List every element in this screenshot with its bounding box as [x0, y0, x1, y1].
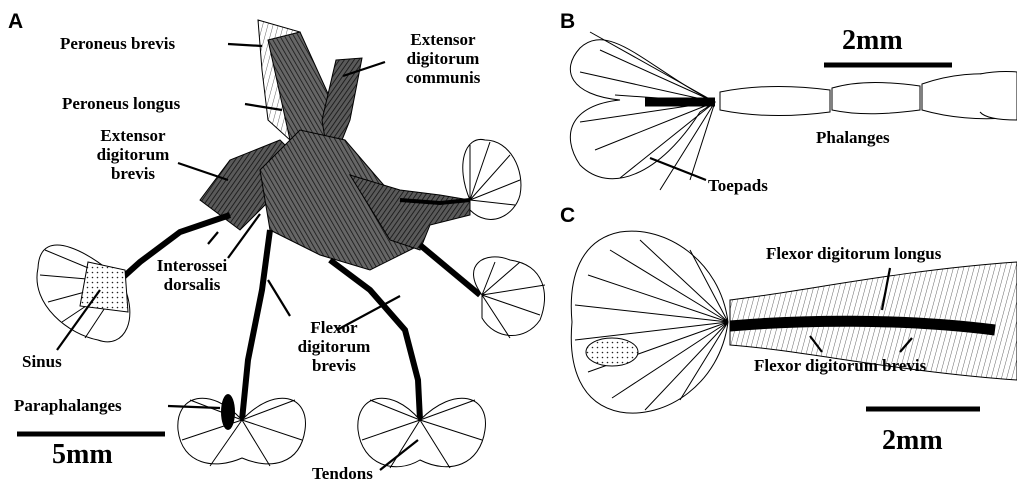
- toepad-fan-c: [571, 231, 728, 413]
- panel-letter-a: A: [8, 10, 23, 34]
- label-flexor-digitorum-longus: Flexor digitorum longus: [766, 244, 941, 263]
- panel-letter-b: B: [560, 10, 575, 34]
- label-extensor-digitorum-brevis: Extensor digitorum brevis: [78, 126, 188, 183]
- label-interossei-dorsalis: Interossei dorsalis: [142, 256, 242, 294]
- label-paraphalanges: Paraphalanges: [14, 396, 122, 415]
- tendon-right: [420, 245, 480, 295]
- label-peroneus-brevis: Peroneus brevis: [60, 34, 175, 53]
- label-toepads: Toepads: [708, 176, 768, 195]
- toepad-right: [474, 257, 545, 338]
- phalanges-b: [720, 72, 1017, 121]
- label-sinus: Sinus: [22, 352, 62, 371]
- scale-bar-c-label: 2mm: [882, 426, 943, 456]
- label-tendons: Tendons: [312, 464, 373, 483]
- paraphalange: [221, 394, 235, 430]
- panel-letter-c: C: [560, 204, 575, 228]
- panel-b-drawing: [570, 32, 1017, 190]
- toepad-left: [37, 245, 130, 342]
- toepad-fan-b: [570, 32, 715, 190]
- label-flexor-digitorum-brevis-a: Flexor digitorum brevis: [284, 318, 384, 375]
- scale-bar-b-label: 2mm: [842, 26, 903, 56]
- label-phalanges: Phalanges: [816, 128, 890, 147]
- label-flexor-digitorum-brevis-c: Flexor digitorum brevis: [754, 356, 926, 375]
- label-extensor-digitorum-communis: Extensor digitorum communis: [388, 30, 498, 87]
- tendon-down-left: [242, 230, 270, 420]
- scale-bar-a-label: 5mm: [52, 440, 113, 470]
- toepad-upper-right: [463, 139, 521, 219]
- sinus-region: [80, 262, 128, 312]
- label-peroneus-longus: Peroneus longus: [62, 94, 180, 113]
